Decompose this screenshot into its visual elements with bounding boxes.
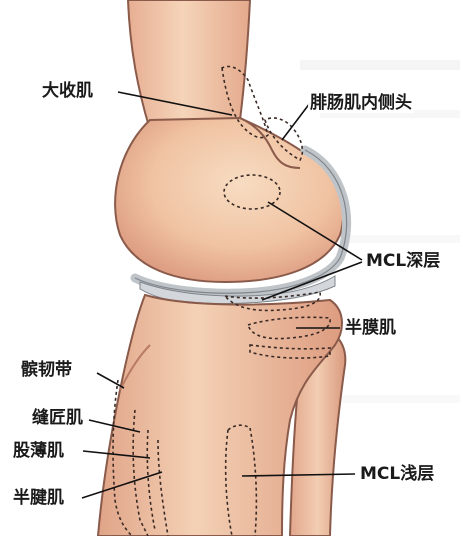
- label-sartorius: 缝匠肌: [30, 408, 85, 428]
- label-adductor-magnus: 大收肌: [40, 81, 95, 101]
- label-gracilis: 股薄肌: [11, 441, 66, 461]
- leader-patellar-ligament: [97, 373, 124, 388]
- label-semitendinosus: 半腱肌: [11, 488, 66, 508]
- label-patellar-ligament: 髌韧带: [19, 360, 74, 380]
- label-mcl-superficial: MCL浅层: [358, 464, 436, 484]
- label-mcl-deep: MCL深层: [364, 251, 442, 271]
- femur-condyle: [115, 118, 343, 282]
- femur-shaft: [128, 0, 250, 130]
- label-semimembranosus: 半膜肌: [343, 318, 398, 338]
- label-gastrocnemius-medial-head: 腓肠肌内侧头: [308, 93, 414, 113]
